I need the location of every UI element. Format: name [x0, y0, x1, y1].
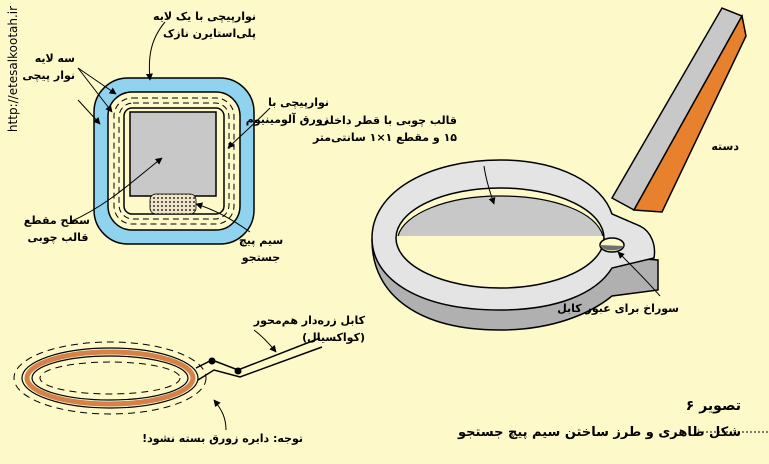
label-handle: دسته	[711, 140, 739, 153]
label-three-layer-tape: سه لایه نوار پیچی	[22, 50, 75, 84]
coil-inner-dashed	[39, 361, 181, 395]
label-aluminum-tape-line1: نوارپیچی با	[268, 96, 329, 109]
label-single-layer-tape: نوارپیچی با یک لایه پلی‌استایرن نازک	[153, 8, 256, 42]
coax-cable-upper	[195, 337, 321, 371]
handle-side	[632, 13, 747, 213]
coax-cable-lower	[197, 346, 323, 381]
coil-copper-ring	[24, 349, 196, 407]
label-coax-cable: کابل زره‌دار هم‌محور (کواکسیال)	[254, 312, 365, 346]
figure-caption: شکل ظاهری و طرز ساختن سیم پیچ جستجو	[458, 425, 741, 440]
handle-stick	[610, 7, 747, 213]
label-coil-wire-line2: جستجو	[241, 251, 281, 264]
label-section-line1: سطح مقطع	[23, 214, 90, 227]
tape-dashed-inner	[118, 102, 230, 220]
ring-inner-wall	[397, 195, 604, 237]
cross-section-pointers	[69, 21, 271, 233]
coil-wire-bundle	[149, 193, 197, 215]
label-coil-wire: سیم پیچ جستجو	[226, 232, 296, 266]
finished-coil	[13, 329, 323, 431]
tape-dashed-outer	[113, 97, 235, 225]
label-aluminum-tape-line2: زورق آلومینیوم	[245, 113, 329, 126]
site-url: http://etesalkootah.ir	[6, 5, 20, 133]
wooden-form	[371, 159, 659, 331]
label-wood-section: سطح مقطع قالب چوبی	[23, 212, 90, 246]
wood-form-section	[129, 111, 217, 197]
label-three-layer-line1: سه لایه	[34, 52, 75, 65]
coil-outer-line	[21, 347, 199, 409]
gap-pointer	[213, 399, 227, 431]
coil-inner-line	[31, 355, 189, 401]
label-coax-line1: کابل زره‌دار هم‌محور	[253, 314, 365, 327]
cable-hole-shadow	[600, 245, 624, 251]
form-pointers	[483, 165, 661, 297]
coax-pointer	[253, 329, 277, 353]
label-mold-line1: قالب چوبی با قطر داخلی	[318, 114, 458, 127]
label-three-layer-line2: نوار پیچی	[22, 69, 75, 82]
coil-outer-dashed	[13, 341, 207, 415]
label-wooden-form: قالب چوبی با قطر داخلی ۱۵ و مقطع ۱×۱ سان…	[313, 112, 457, 146]
label-coil-wire-line1: سیم پیچ	[238, 234, 284, 247]
label-mold-line2: ۱۵ و مقطع ۱×۱ سانتی‌متر	[312, 131, 457, 144]
label-coax-line2: (کواکسیال)	[302, 331, 365, 344]
label-single-layer-tape-line1: نوارپیچی با یک لایه	[153, 10, 256, 23]
cable-junction	[208, 357, 216, 365]
label-note: توجه: دایره زورق بسته نشود!	[142, 432, 303, 445]
coil-cross-section	[93, 77, 255, 245]
label-single-layer-tape-line2: پلی‌استایرن نازک	[162, 27, 256, 40]
label-section-line2: قالب چوبی	[27, 231, 89, 244]
label-cable-hole: سوراخ برای عبور کابل	[557, 302, 679, 315]
label-aluminum-tape: نوارپیچی با زورق آلومینیوم	[246, 94, 329, 128]
cable-junction-2	[234, 367, 242, 375]
figure-number: تصویر ۶	[685, 398, 741, 414]
